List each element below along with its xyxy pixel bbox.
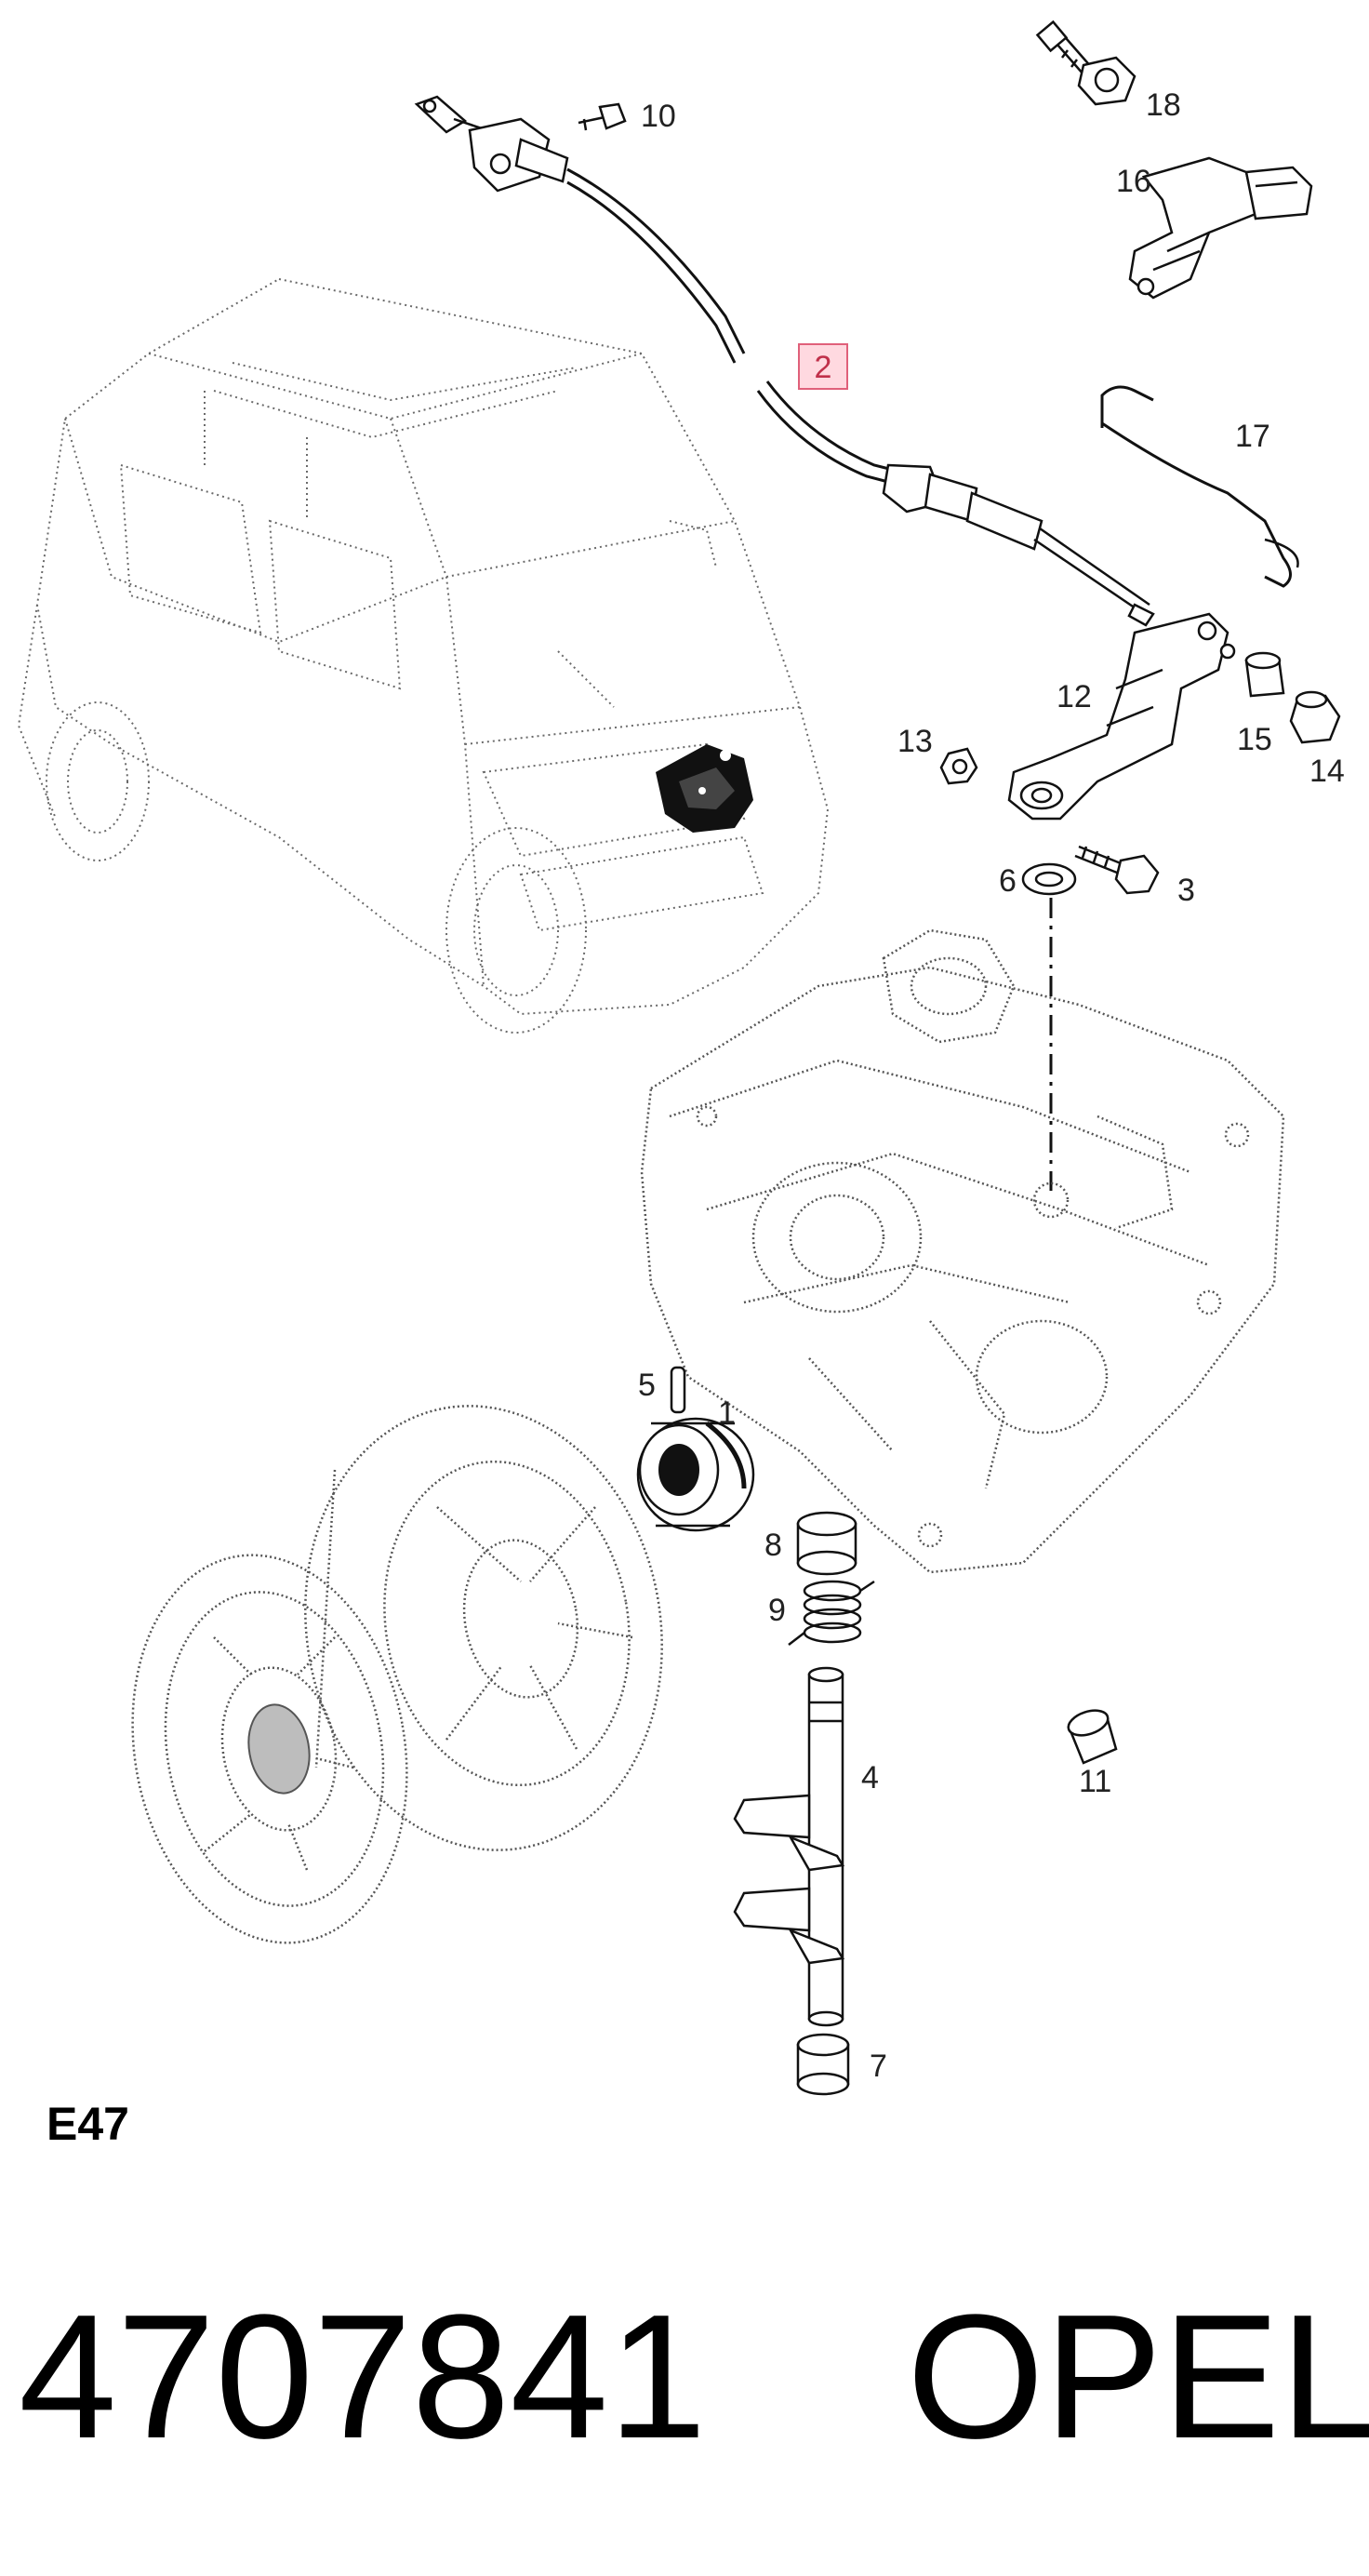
- callout-12[interactable]: 12: [1057, 679, 1092, 714]
- bushing-15: [1244, 651, 1285, 698]
- cap-14: [1289, 690, 1341, 744]
- callout-labels: 2 10 18 16 17 12 13 15 14 6 3 5 1 8 9 4 …: [638, 87, 1345, 2084]
- callout-10[interactable]: 10: [641, 99, 676, 134]
- release-lever-12: [1007, 612, 1236, 821]
- callout-1[interactable]: 1: [718, 1395, 736, 1431]
- pin-5: [670, 1366, 686, 1414]
- nut-13: [939, 747, 978, 785]
- callout-5[interactable]: 5: [638, 1368, 656, 1403]
- callout-7[interactable]: 7: [870, 2049, 887, 2084]
- bushing-7: [796, 2033, 850, 2096]
- part-number: 4707841: [19, 2278, 707, 2476]
- bolt-10: [578, 102, 627, 131]
- callout-2[interactable]: 2: [815, 350, 832, 385]
- section-code: E47: [47, 2098, 129, 2150]
- clutch-disc-outline: [131, 1554, 408, 1944]
- callout-17[interactable]: 17: [1235, 419, 1270, 454]
- bracket-16: [1128, 156, 1313, 300]
- callout-14[interactable]: 14: [1309, 754, 1345, 789]
- release-shaft-4: [733, 1666, 845, 2027]
- clutch-location-marker: [656, 744, 753, 833]
- bolt-18: [1035, 20, 1136, 106]
- callout-9[interactable]: 9: [768, 1593, 786, 1628]
- seal-6: [1021, 862, 1077, 896]
- callout-15[interactable]: 15: [1237, 722, 1272, 757]
- clutch-cable: [414, 95, 1155, 627]
- pressure-plate-outline: [304, 1405, 663, 1851]
- spring-clip-17: [1100, 385, 1299, 588]
- callout-13[interactable]: 13: [897, 724, 933, 759]
- bolt-3: [1074, 845, 1160, 895]
- callout-8[interactable]: 8: [764, 1528, 782, 1563]
- callout-16[interactable]: 16: [1116, 164, 1151, 199]
- release-bearing-1: [636, 1417, 755, 1532]
- callout-4[interactable]: 4: [861, 1760, 879, 1795]
- brand-name: OPEL: [907, 2278, 1369, 2476]
- callout-18[interactable]: 18: [1146, 87, 1181, 123]
- bushing-8: [796, 1511, 857, 1576]
- callout-11[interactable]: 11: [1079, 1764, 1111, 1799]
- vehicle-outline: [17, 277, 830, 1034]
- callout-3[interactable]: 3: [1177, 873, 1195, 908]
- bushing-11: [1067, 1709, 1118, 1765]
- spring-9: [788, 1580, 875, 1646]
- callout-6[interactable]: 6: [999, 863, 1017, 899]
- callout-2-highlight: [798, 343, 848, 390]
- transmission-outline: [640, 928, 1285, 1574]
